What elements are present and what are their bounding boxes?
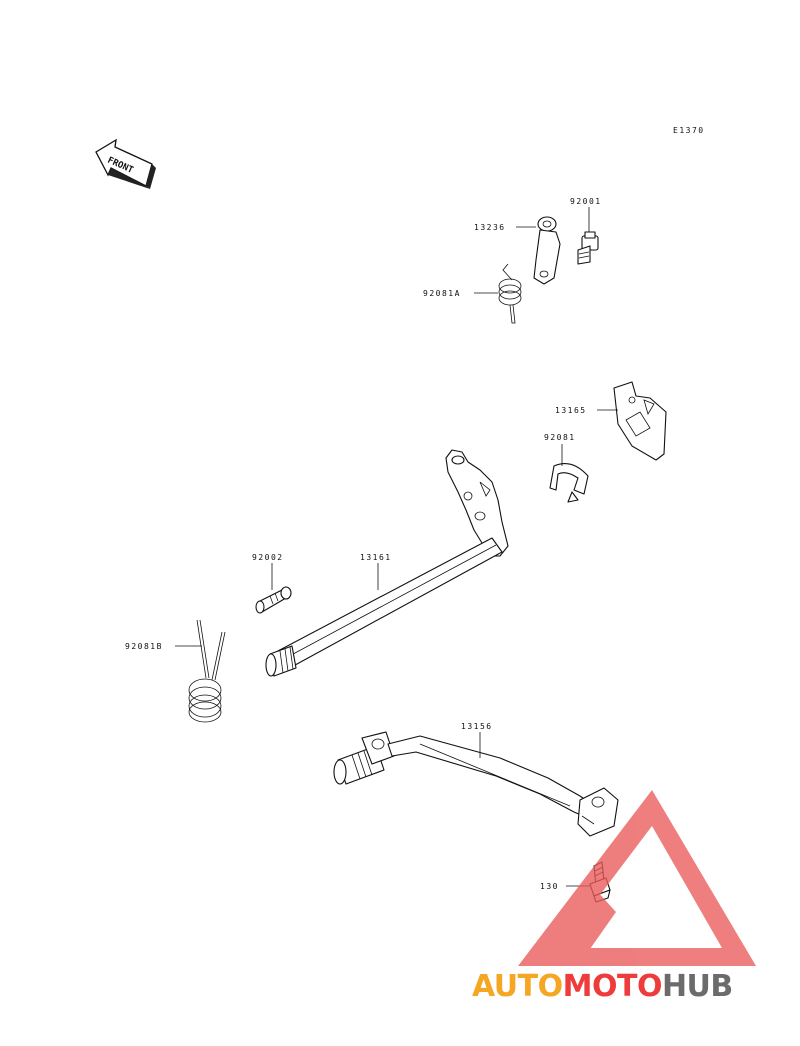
label-92081B: 92081B	[125, 642, 163, 651]
label-13236: 13236	[474, 223, 506, 232]
front-arrow-icon: FRONT	[95, 138, 156, 189]
part-13236	[533, 216, 561, 285]
part-13165	[613, 381, 667, 461]
figure-code: E1370	[673, 126, 705, 135]
label-92002: 92002	[252, 553, 284, 562]
label-130: 130	[540, 882, 559, 891]
part-92002	[255, 586, 292, 614]
label-13156: 13156	[461, 722, 493, 731]
watermark-text: AUTOMOTOHUB	[472, 969, 733, 1004]
label-92081A: 92081A	[423, 289, 461, 298]
label-13165: 13165	[555, 406, 587, 415]
part-92081A	[498, 263, 522, 324]
watermark-hub: HUB	[662, 969, 733, 1004]
part-92081B	[188, 619, 226, 723]
watermark-auto: AUTO	[472, 969, 563, 1004]
label-92081: 92081	[544, 433, 576, 442]
part-92081	[549, 463, 589, 503]
watermark-moto: MOTO	[563, 969, 662, 1004]
part-92001	[577, 231, 599, 265]
label-13161: 13161	[360, 553, 392, 562]
part-13156	[333, 731, 619, 837]
watermark-logo-icon	[518, 790, 756, 966]
part-13161	[265, 449, 509, 677]
label-92001: 92001	[570, 197, 602, 206]
